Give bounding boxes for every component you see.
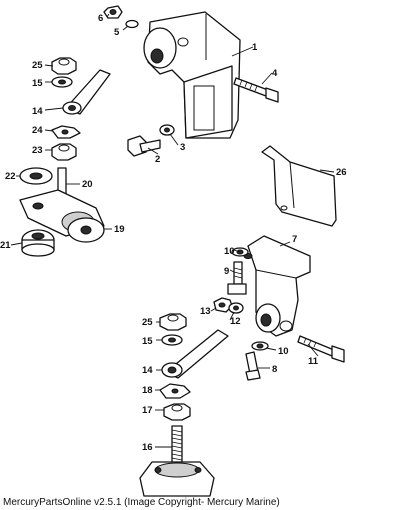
callout-22: 22 bbox=[5, 171, 16, 182]
callout-6: 6 bbox=[98, 13, 103, 24]
callout-14-upper: 14 bbox=[32, 106, 43, 117]
callout-14-lower: 14 bbox=[142, 365, 153, 376]
left-lower-mount bbox=[19, 167, 105, 257]
callout-18: 18 bbox=[142, 385, 153, 396]
lower-right-hardware bbox=[245, 335, 345, 381]
bolt-4 bbox=[233, 77, 279, 103]
lower-bracket-7 bbox=[243, 235, 311, 337]
callout-2: 2 bbox=[155, 154, 160, 165]
callout-7: 7 bbox=[292, 234, 297, 245]
callout-17: 17 bbox=[142, 405, 153, 416]
leader-lines bbox=[10, 13, 335, 448]
callout-3: 3 bbox=[180, 142, 185, 153]
top-nut-washer bbox=[103, 5, 139, 29]
upper-mount-bracket bbox=[143, 11, 241, 139]
callout-8: 8 bbox=[272, 364, 277, 375]
callout-25-lower: 25 bbox=[142, 317, 153, 328]
callout-labels: 1 2 3 4 5 6 7 8 9 10 10 11 12 13 14 14 1… bbox=[0, 13, 347, 453]
callout-10-upper: 10 bbox=[224, 246, 235, 257]
callout-4: 4 bbox=[272, 68, 278, 79]
callout-16: 16 bbox=[142, 442, 153, 453]
callout-12: 12 bbox=[230, 316, 241, 327]
callout-20: 20 bbox=[82, 179, 93, 190]
callout-5: 5 bbox=[114, 27, 120, 38]
callout-13: 13 bbox=[200, 306, 211, 317]
bracket-hardware bbox=[213, 247, 249, 314]
shield-plate-26 bbox=[261, 145, 337, 227]
callout-15-lower: 15 bbox=[142, 336, 153, 347]
callout-25-upper: 25 bbox=[32, 60, 43, 71]
copyright-footer: MercuryPartsOnline v2.5.1 (Image Copyrig… bbox=[3, 497, 280, 508]
callout-19: 19 bbox=[114, 224, 125, 235]
callout-26: 26 bbox=[336, 167, 347, 178]
left-upper-hardware bbox=[51, 57, 111, 161]
callout-9: 9 bbox=[224, 266, 229, 277]
stud-mount-16 bbox=[139, 425, 215, 497]
bolt-2-washer-3 bbox=[127, 124, 175, 157]
lower-stack bbox=[159, 313, 229, 421]
callout-23: 23 bbox=[32, 145, 43, 156]
callout-10-lower: 10 bbox=[278, 346, 289, 357]
callout-15-upper: 15 bbox=[32, 78, 43, 89]
callout-11: 11 bbox=[308, 356, 319, 367]
callout-21: 21 bbox=[0, 240, 11, 251]
callout-24: 24 bbox=[32, 125, 43, 136]
callout-1: 1 bbox=[252, 42, 258, 53]
